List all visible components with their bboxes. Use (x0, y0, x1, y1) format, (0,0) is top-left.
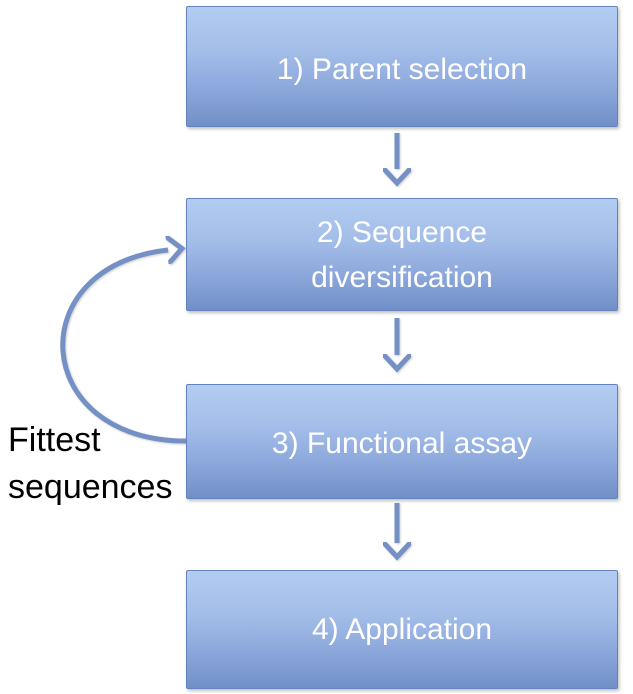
step-label: 1) Parent selection (276, 53, 528, 86)
step-label: 3) Functional assay (271, 427, 533, 460)
loop-arrow-icon (60, 250, 187, 444)
step-label: 4) Application (311, 613, 493, 646)
step-functional-assay: 3) Functional assay (186, 384, 618, 499)
step-parent-selection: 1) Parent selection (186, 6, 618, 127)
step-application: 4) Application (186, 570, 618, 689)
